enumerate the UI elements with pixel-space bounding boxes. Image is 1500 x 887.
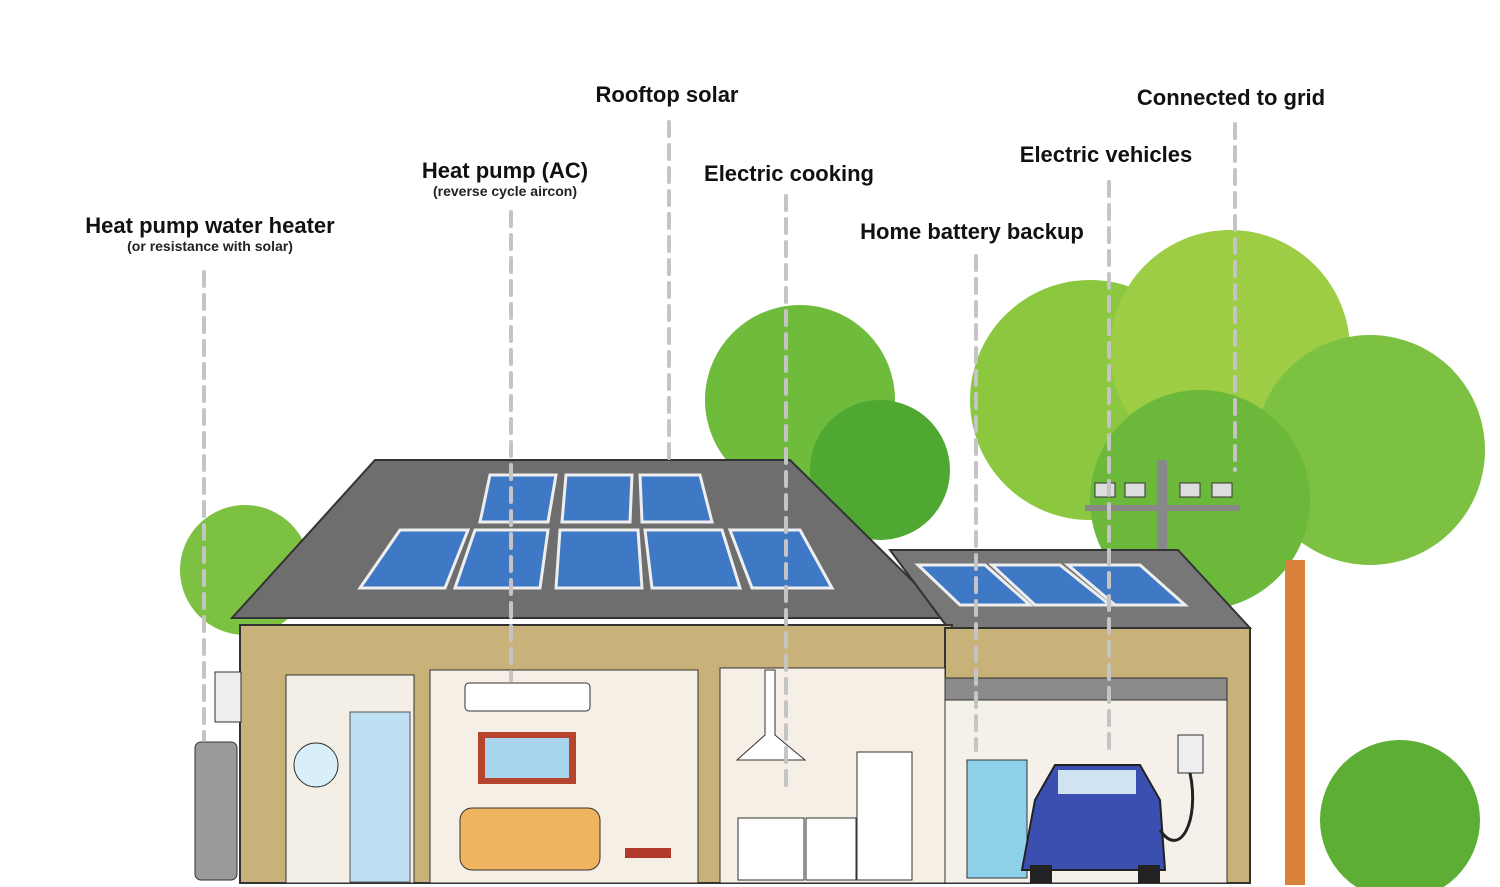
rangehood bbox=[735, 669, 807, 761]
label-home-battery-backup: Home battery backup bbox=[860, 220, 1084, 244]
label-electric-vehicles: Electric vehicles bbox=[1020, 143, 1192, 167]
label-subtitle: (reverse cycle aircon) bbox=[433, 183, 577, 199]
ev-charger bbox=[1177, 734, 1204, 774]
sofa bbox=[459, 807, 601, 871]
leader-lines bbox=[202, 120, 1237, 792]
solar-panels bbox=[357, 473, 1189, 607]
label-title: Rooftop solar bbox=[595, 82, 739, 107]
label-title: Electric vehicles bbox=[1019, 142, 1193, 167]
home-battery bbox=[966, 759, 1028, 879]
label-rooftop-solar: Rooftop solar bbox=[596, 83, 739, 107]
water-heater bbox=[194, 741, 238, 881]
label-title: Electric cooking bbox=[704, 161, 874, 186]
label-title: Heat pump (AC) bbox=[421, 158, 589, 183]
label-title: Connected to grid bbox=[1136, 85, 1326, 110]
electric-car bbox=[1020, 764, 1167, 883]
label-title: Home battery backup bbox=[860, 219, 1084, 244]
fridge bbox=[856, 751, 913, 881]
aircon-unit bbox=[464, 682, 591, 712]
label-connected-to-grid: Connected to grid bbox=[1137, 86, 1325, 110]
label-subtitle: (or resistance with solar) bbox=[127, 238, 293, 254]
label-heat-pump-ac: Heat pump (AC) (reverse cycle aircon) bbox=[421, 158, 589, 200]
label-heat-pump-water-heater: Heat pump water heater (or resistance wi… bbox=[85, 213, 335, 255]
label-title: Heat pump water heater bbox=[85, 213, 335, 238]
label-electric-cooking: Electric cooking bbox=[704, 162, 874, 186]
